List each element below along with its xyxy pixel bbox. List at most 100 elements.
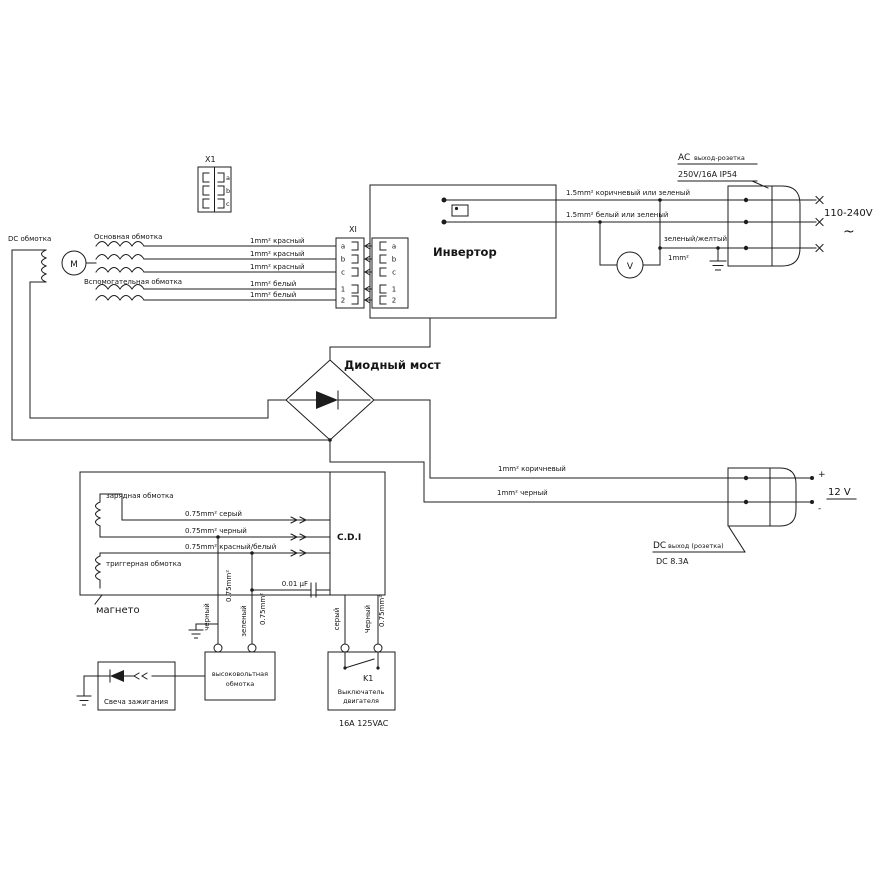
junction-dot bbox=[658, 198, 662, 202]
ac-socket-contact bbox=[743, 197, 749, 203]
junction-dot bbox=[658, 246, 662, 250]
pin-left-2: 2 bbox=[341, 297, 345, 305]
dc-terminal-plus bbox=[810, 476, 814, 480]
dc-socket-contact bbox=[743, 475, 749, 481]
inverter-label: Инвертор bbox=[433, 245, 497, 259]
main-connector-label: XI bbox=[349, 225, 357, 234]
switch-terminal bbox=[373, 643, 383, 653]
dc-socket-name: DC bbox=[653, 541, 666, 551]
ignition-section: высоковольтная обмотка Свеча зажигания K… bbox=[76, 594, 396, 728]
charge-winding-label: зарядная обмотка bbox=[106, 492, 174, 500]
switch-wire-black-label: Черный bbox=[364, 605, 372, 633]
ac-wire2-label: 1.5mm² белый или зеленый bbox=[566, 211, 668, 219]
main-winding-label: Основная обмотка bbox=[94, 233, 162, 241]
switch-wire-size-label: 0.75mm² bbox=[378, 595, 386, 627]
down-green-label: зеленый bbox=[240, 605, 248, 636]
magneto-wire3-label: 0.75mm² красный/белый bbox=[185, 543, 276, 551]
junction-dot bbox=[328, 438, 332, 442]
ac-wire1-label: 1.5mm² коричневый или зеленый bbox=[566, 189, 690, 197]
ac-socket-rating: 250V/16A IP54 bbox=[678, 170, 737, 179]
top-connector-symbol: X1 a b c bbox=[197, 155, 232, 213]
trigger-winding-label: триггерная обмотка bbox=[106, 560, 181, 568]
wire-label-c: 1mm² красный bbox=[250, 263, 305, 271]
connector-left-half bbox=[335, 237, 365, 309]
down-green-size: 0.75mm² bbox=[259, 593, 267, 625]
top-connector-pin-a: a bbox=[226, 174, 230, 182]
connector-contacts bbox=[351, 241, 387, 305]
switch-wire-gray-label: серый bbox=[333, 608, 341, 631]
magneto-coils bbox=[95, 501, 102, 581]
junction-dot bbox=[716, 246, 720, 250]
top-connector-label: X1 bbox=[205, 155, 216, 164]
magneto-wire1-label: 0.75mm² серый bbox=[185, 510, 242, 518]
ground-wire-label: зеленый/желтый bbox=[664, 235, 727, 243]
switch-terminal bbox=[340, 643, 350, 653]
dc-winding-label: DC обмотка bbox=[8, 235, 51, 243]
diode-bridge-label: Диодный мост bbox=[344, 358, 441, 372]
magneto-rows bbox=[99, 493, 331, 589]
dc-voltage: 12 V bbox=[828, 487, 851, 498]
inverter-component-dot bbox=[454, 206, 459, 211]
pin-left-c: c bbox=[341, 269, 345, 277]
hv-coil-label1: высоковольтная bbox=[212, 670, 268, 678]
pin-right-b: b bbox=[392, 256, 397, 264]
magneto-section: C.D.I зарядная обмотка триггерная обмотк… bbox=[79, 471, 386, 645]
ac-voltage: 110-240V bbox=[824, 208, 873, 219]
switch-rating: 16A 125VAC bbox=[339, 719, 389, 728]
magneto-label: магнето bbox=[96, 605, 140, 616]
hv-terminal bbox=[213, 643, 223, 653]
minus-sign: - bbox=[818, 504, 821, 514]
hv-terminal bbox=[247, 643, 257, 653]
dc-socket-body bbox=[727, 467, 797, 527]
dc-socket-name2: выход (розетка) bbox=[668, 542, 724, 550]
ac-socket: AC выход-розетка 250V/16A IP54 110-240V … bbox=[677, 153, 873, 267]
connector-right-half bbox=[371, 237, 409, 309]
spark-plug-box bbox=[97, 661, 176, 711]
ac-socket-body bbox=[727, 185, 801, 267]
switch-contact bbox=[343, 666, 347, 670]
pin-left-a: a bbox=[341, 243, 345, 251]
magneto-wire2-label: 0.75mm² черный bbox=[185, 527, 247, 535]
dc-winding-coil bbox=[41, 249, 48, 283]
stator-wires bbox=[11, 245, 337, 441]
spark-gap-symbol bbox=[110, 670, 124, 682]
dc-rating: DC 8.3A bbox=[656, 557, 689, 566]
ac-socket-callout-lines bbox=[677, 163, 769, 189]
pin-right-2: 2 bbox=[392, 297, 396, 305]
inverter-block: Инвертор bbox=[369, 184, 557, 319]
ac-wiring: V 1.5mm² коричневый или зеленый 1.5mm² б… bbox=[443, 189, 824, 279]
magneto-box bbox=[79, 471, 386, 596]
main-connector: XI a b c 1 2 a b c 1 2 bbox=[335, 225, 409, 309]
ac-socket-contact bbox=[743, 245, 749, 251]
cdi-label: C.D.I bbox=[337, 533, 361, 543]
pin-left-b: b bbox=[341, 256, 346, 264]
wire-label-b: 1mm² красный bbox=[250, 250, 305, 258]
switch-contact bbox=[376, 666, 380, 670]
dc-socket-contact bbox=[743, 499, 749, 505]
diode-triangle bbox=[316, 391, 338, 409]
switch-wiring bbox=[344, 594, 379, 669]
inline-connector-symbols bbox=[290, 516, 308, 557]
stator-section: DC обмотка Основная обмотка Вспомогатель… bbox=[8, 233, 337, 441]
engine-switch-box bbox=[327, 651, 396, 711]
ground-wire-size: 1mm² bbox=[668, 254, 689, 262]
spark-plug-label: Свеча зажигания bbox=[104, 698, 168, 706]
dc-callout-lines bbox=[652, 498, 857, 553]
ac-socket-contact bbox=[743, 219, 749, 225]
ac-wires bbox=[443, 195, 824, 271]
top-connector-pin-c: c bbox=[226, 200, 230, 208]
junction-dot bbox=[598, 220, 602, 224]
wire-label-a: 1mm² красный bbox=[250, 237, 305, 245]
junction-dot bbox=[250, 551, 254, 555]
junction-dot bbox=[250, 588, 254, 592]
top-connector-pin-b: b bbox=[226, 187, 230, 195]
dc-socket: + - 12 V DC выход (розетка) DC 8.3A bbox=[652, 467, 857, 566]
pin-right-c: c bbox=[392, 269, 396, 277]
voltmeter-label: V bbox=[627, 262, 634, 272]
dc-wire1-label: 1mm² коричневый bbox=[498, 465, 566, 473]
wire-label-1: 1mm² белый bbox=[250, 280, 296, 288]
aux-winding-label: Вспомогательная обмотка bbox=[84, 278, 182, 286]
dc-terminal-minus bbox=[810, 500, 814, 504]
